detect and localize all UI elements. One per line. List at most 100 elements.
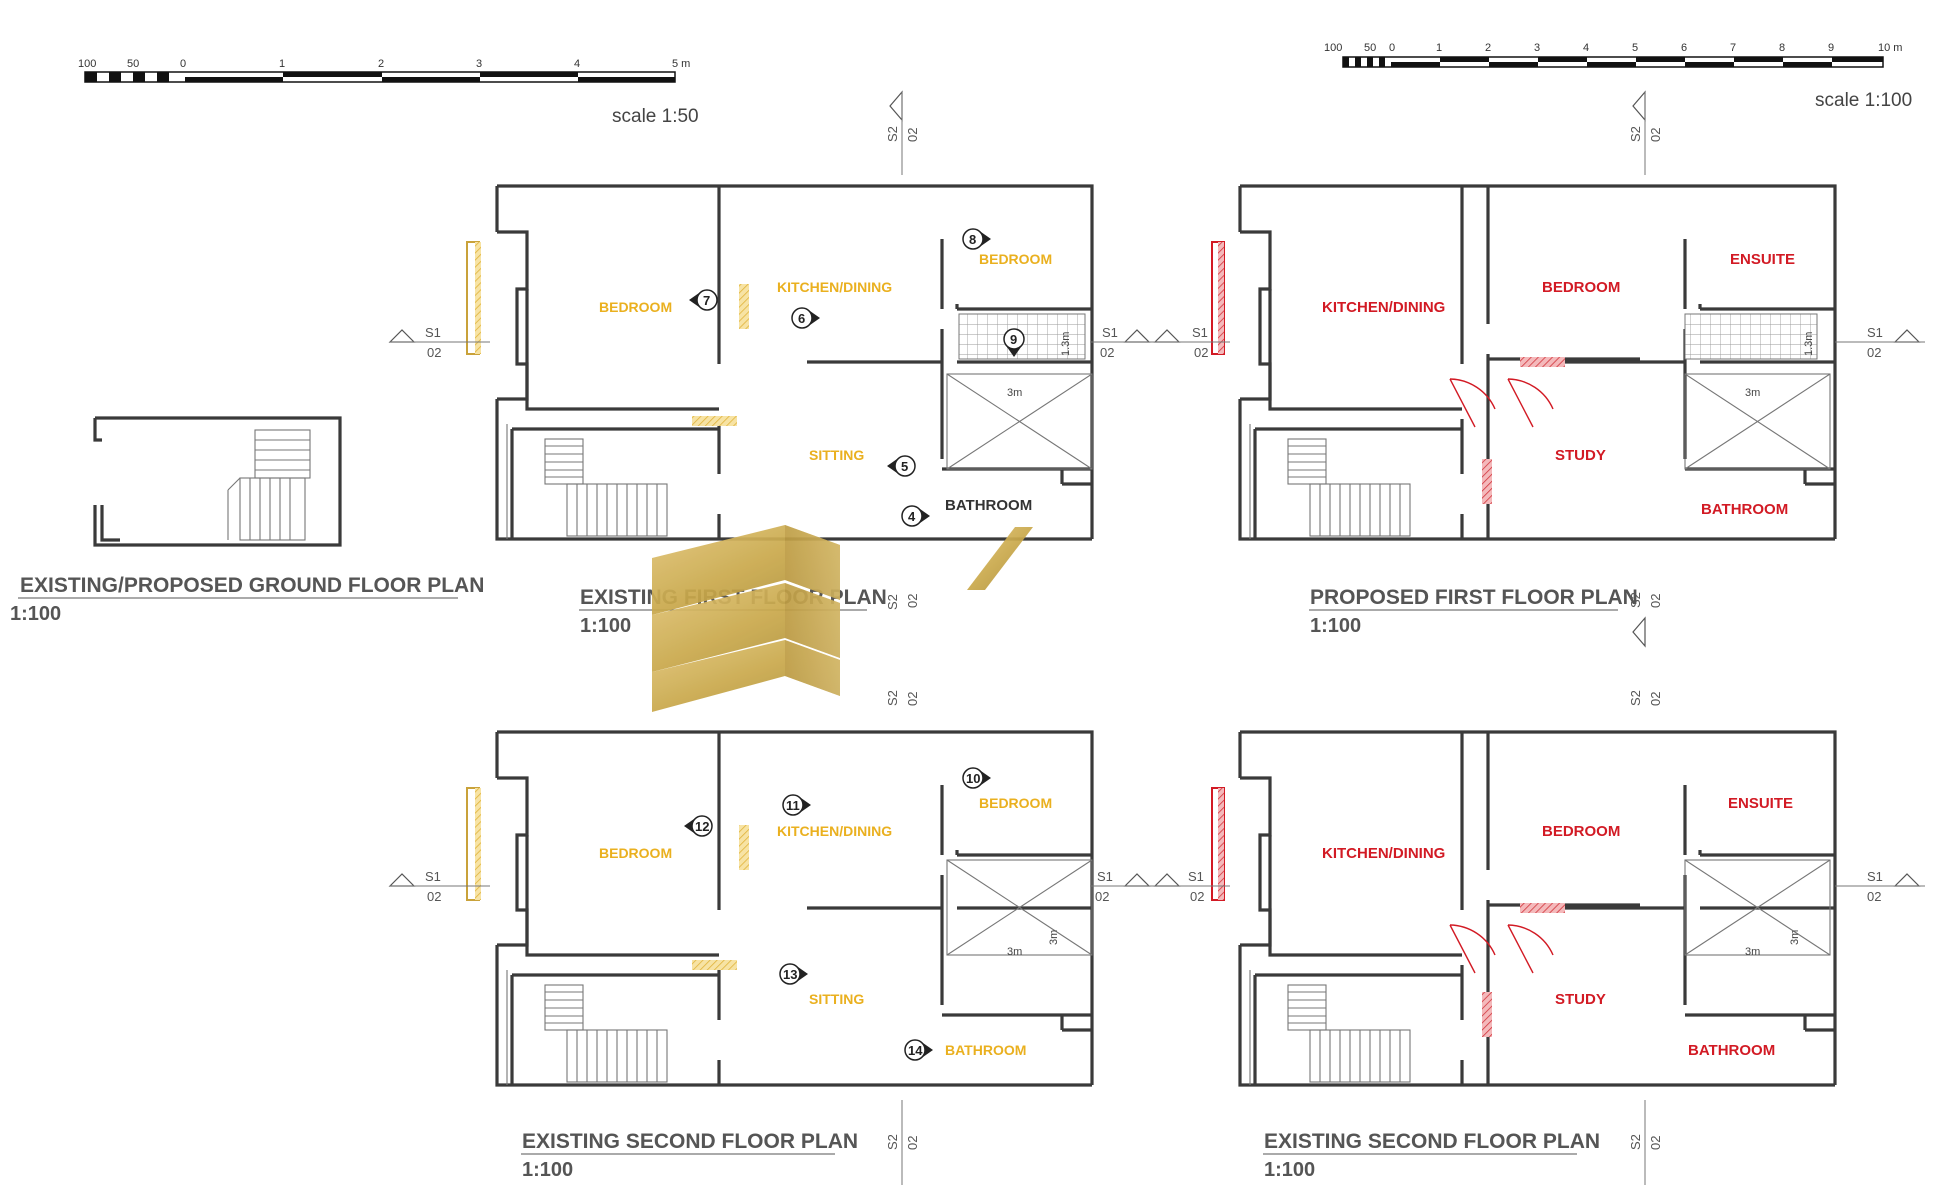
plan-scale: 1:100 — [580, 615, 631, 637]
scale-tick: 100 — [1324, 42, 1342, 54]
svg-text:02: 02 — [427, 889, 441, 904]
section-markers-s2: S2 02 S2 02 S2 02 S2 02 S2 02 S2 02 S2 0… — [885, 90, 1663, 1185]
scale-tick: 8 — [1779, 42, 1785, 54]
scale-tick: 6 — [1681, 42, 1687, 54]
dimension: 3m — [1745, 946, 1760, 958]
svg-text:02: 02 — [1648, 1136, 1663, 1150]
dimension: 3m — [1789, 930, 1801, 945]
svg-text:S2: S2 — [885, 1134, 900, 1150]
view-marker: 7 — [689, 289, 718, 311]
scale-tick: 3 — [476, 58, 482, 70]
svg-text:02: 02 — [1648, 128, 1663, 142]
dimension: 3m — [1048, 930, 1060, 945]
scale-caption: scale 1:100 — [1815, 90, 1912, 111]
view-marker: 9 — [1003, 328, 1025, 357]
svg-text:02: 02 — [905, 128, 920, 142]
dimension: 3m — [1745, 387, 1760, 399]
svg-text:13: 13 — [783, 967, 797, 982]
room-label: KITCHEN/DINING — [1322, 845, 1445, 862]
dimension: 1.3m — [1060, 332, 1072, 356]
room-label: BATHROOM — [945, 497, 1032, 514]
svg-text:S2: S2 — [885, 594, 900, 610]
scale-bar-1-50: 100 50 0 1 2 3 4 5 m scale 1:50 — [78, 58, 699, 127]
scale-tick: 50 — [1364, 42, 1376, 54]
svg-text:02: 02 — [1190, 889, 1204, 904]
scale-tick: 2 — [378, 58, 384, 70]
plan-title: EXISTING/PROPOSED GROUND FLOOR PLAN — [20, 574, 484, 597]
svg-text:S1: S1 — [1867, 325, 1883, 340]
room-label: KITCHEN/DINING — [777, 279, 892, 295]
svg-text:S1: S1 — [1097, 869, 1113, 884]
room-label: BEDROOM — [599, 845, 672, 861]
svg-text:S2: S2 — [1628, 1134, 1643, 1150]
view-marker: 6 — [791, 307, 820, 329]
scale-tick: 3 — [1534, 42, 1540, 54]
svg-text:02: 02 — [427, 345, 441, 360]
room-label: STUDY — [1555, 447, 1606, 464]
svg-text:02: 02 — [905, 594, 920, 608]
dimension: 3m — [1007, 946, 1022, 958]
scale-tick: 4 — [574, 58, 580, 70]
dimension: 1.3m — [1803, 332, 1815, 356]
room-label: KITCHEN/DINING — [777, 823, 892, 839]
proposed-first-floor-plan: KITCHEN/DINING BEDROOM ENSUITE STUDY BAT… — [1211, 184, 1837, 637]
svg-text:12: 12 — [695, 819, 709, 834]
svg-text:14: 14 — [908, 1043, 923, 1058]
svg-text:7: 7 — [703, 293, 710, 308]
svg-text:10: 10 — [966, 771, 980, 786]
svg-text:02: 02 — [1100, 345, 1114, 360]
view-marker: 4 — [901, 505, 930, 527]
svg-text:S1: S1 — [1867, 869, 1883, 884]
svg-text:6: 6 — [798, 311, 805, 326]
scale-tick: 1 — [1436, 42, 1442, 54]
svg-text:S1: S1 — [1188, 869, 1204, 884]
plan-scale: 1:100 — [1310, 615, 1361, 637]
room-label: BEDROOM — [1542, 279, 1620, 296]
plan-title: EXISTING SECOND FLOOR PLAN — [1264, 1130, 1600, 1153]
view-marker: 11 — [782, 794, 811, 816]
svg-text:S2: S2 — [1628, 690, 1643, 706]
section-markers-s1: S1 02 S1 02 S1 02 S1 02 S1 02 S1 02 S1 0… — [388, 325, 1925, 904]
view-marker: 12 — [684, 815, 713, 837]
scale-tick: 50 — [127, 58, 139, 70]
room-label: BATHROOM — [1701, 501, 1788, 518]
svg-text:02: 02 — [1648, 692, 1663, 706]
plan-scale: 1:100 — [10, 603, 61, 625]
scale-tick: 7 — [1730, 42, 1736, 54]
watermark-logo — [652, 525, 1033, 712]
dimension: 3m — [1007, 387, 1022, 399]
svg-text:S2: S2 — [885, 690, 900, 706]
svg-text:4: 4 — [908, 509, 916, 524]
plan-scale: 1:100 — [522, 1159, 573, 1181]
plan-scale: 1:100 — [1264, 1159, 1315, 1181]
room-label: ENSUITE — [1728, 795, 1793, 812]
scale-tick: 9 — [1828, 42, 1834, 54]
svg-text:02: 02 — [1095, 889, 1109, 904]
room-label: BATHROOM — [945, 1042, 1026, 1058]
view-marker: 13 — [779, 963, 808, 985]
svg-text:02: 02 — [1867, 345, 1881, 360]
scale-tick: 10 m — [1878, 42, 1902, 54]
room-label: STUDY — [1555, 991, 1606, 1008]
svg-text:S2: S2 — [1628, 126, 1643, 142]
svg-text:02: 02 — [905, 1136, 920, 1150]
svg-text:02: 02 — [1648, 594, 1663, 608]
room-label: ENSUITE — [1730, 251, 1795, 268]
view-marker: 8 — [962, 228, 991, 250]
plan-title: EXISTING SECOND FLOOR PLAN — [522, 1130, 858, 1153]
room-label: BEDROOM — [1542, 823, 1620, 840]
room-label: BEDROOM — [599, 299, 672, 315]
scale-tick: 5 m — [672, 58, 690, 70]
scale-caption: scale 1:50 — [612, 106, 699, 127]
svg-text:S2: S2 — [885, 126, 900, 142]
scale-tick: 5 — [1632, 42, 1638, 54]
scale-tick: 0 — [1389, 42, 1395, 54]
scale-tick: 0 — [180, 58, 186, 70]
room-label: BEDROOM — [979, 251, 1052, 267]
svg-text:5: 5 — [901, 459, 908, 474]
svg-text:02: 02 — [905, 692, 920, 706]
room-label: SITTING — [809, 991, 864, 1007]
view-marker: 14 — [904, 1039, 933, 1061]
svg-text:S1: S1 — [1192, 325, 1208, 340]
second-floor-plan-proposed: KITCHEN/DINING BEDROOM ENSUITE STUDY BAT… — [1211, 730, 1837, 1181]
